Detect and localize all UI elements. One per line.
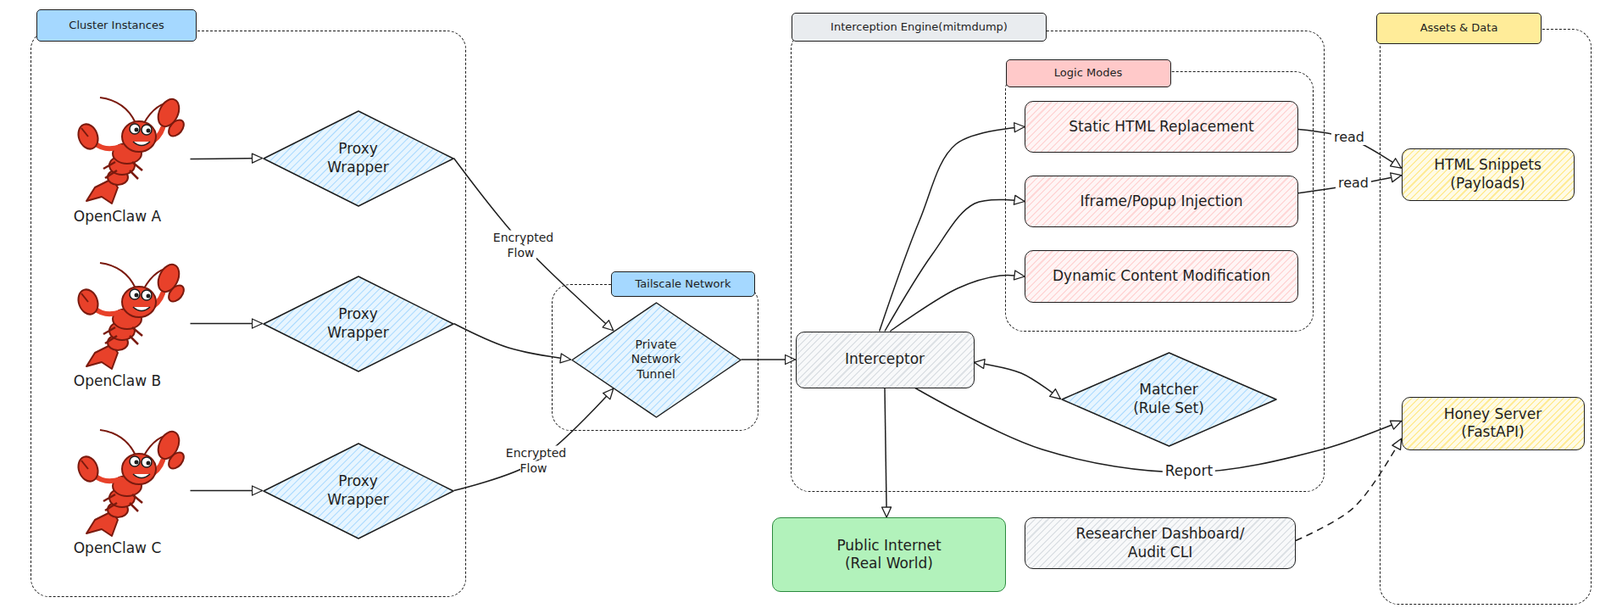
edge-label: read bbox=[1335, 174, 1372, 192]
agent-instance: OpenClaw A bbox=[63, 88, 191, 230]
mode-box: Static HTML Replacement bbox=[1024, 100, 1299, 153]
server-box: Honey Server (FastAPI) bbox=[1401, 396, 1585, 450]
lobster-figure bbox=[75, 95, 188, 204]
connector-arrow bbox=[454, 323, 572, 361]
node-label: Researcher Dashboard/ Audit CLI bbox=[1066, 524, 1254, 562]
asset-box: HTML Snippets (Payloads) bbox=[1401, 148, 1575, 201]
connector-arrow bbox=[454, 388, 614, 490]
decision-diamond: Matcher (Rule Set) bbox=[1061, 351, 1278, 447]
connector-arrow bbox=[884, 388, 887, 518]
edge-label-text: Report bbox=[1162, 461, 1216, 479]
edge-label-text: read bbox=[1335, 174, 1372, 191]
engine-group: Interception Engine(mitmdump)Logic Modes… bbox=[790, 30, 1325, 492]
group-title: Assets & Data bbox=[1420, 21, 1499, 35]
edge-label: read bbox=[1331, 128, 1367, 146]
connector-arrow bbox=[974, 361, 1062, 399]
connector-arrow bbox=[884, 199, 1025, 331]
agent-instance: OpenClaw C bbox=[63, 420, 191, 562]
connector-arrow bbox=[190, 158, 263, 160]
connector-arrow bbox=[741, 358, 796, 361]
connector-arrow bbox=[879, 127, 1025, 332]
connector-arrow bbox=[190, 489, 263, 492]
group-heading-tab: Assets & Data bbox=[1376, 12, 1542, 45]
connector-arrow bbox=[190, 322, 263, 325]
node-label: Private Network Tunnel bbox=[625, 337, 687, 383]
process-box: Interceptor bbox=[795, 331, 975, 389]
node-label: Dynamic Content Modification bbox=[1052, 266, 1271, 285]
assets-group: Assets & DataHTML Snippets (Payloads)Hon… bbox=[1379, 28, 1592, 605]
node-label: Proxy Wrapper bbox=[317, 472, 400, 509]
group-title: Cluster Instances bbox=[68, 18, 164, 33]
node-label: Public Internet (Real World) bbox=[816, 536, 962, 573]
network-group: Tailscale NetworkPrivate Network Tunnel bbox=[551, 283, 759, 431]
agent-instance: OpenClaw B bbox=[63, 253, 191, 395]
edge-label-text: read bbox=[1331, 128, 1367, 145]
diamond-shape bbox=[263, 111, 454, 206]
node-label: Honey Server (FastAPI) bbox=[1433, 405, 1553, 442]
node-label: Proxy Wrapper bbox=[317, 139, 400, 177]
group-title: Logic Modes bbox=[1054, 66, 1123, 80]
group-title: Tailscale Network bbox=[635, 277, 732, 291]
diamond-shape bbox=[572, 302, 741, 417]
diamond-shape bbox=[263, 276, 454, 372]
connector-arrow bbox=[454, 158, 614, 331]
group-title: Interception Engine(mitmdump) bbox=[830, 20, 1008, 34]
internet-box: Public Internet (Real World) bbox=[772, 516, 1006, 592]
edge-label-text: Encrypted Flow bbox=[490, 230, 554, 260]
edge-label: Report bbox=[1162, 461, 1216, 480]
proxy-diamond: Proxy Wrapper bbox=[262, 110, 455, 207]
node-label: Iframe/Popup Injection bbox=[1080, 192, 1244, 211]
diamond-shape bbox=[1061, 352, 1277, 446]
group-heading-tab: Cluster Instances bbox=[36, 9, 197, 42]
group-heading-tab: Tailscale Network bbox=[611, 271, 756, 297]
node-label: OpenClaw B bbox=[73, 372, 162, 390]
proxy-diamond: Proxy Wrapper bbox=[262, 442, 455, 539]
node-label: Static HTML Replacement bbox=[1068, 117, 1254, 136]
dashed-connector bbox=[1295, 438, 1402, 540]
mode-box: Iframe/Popup Injection bbox=[1024, 175, 1299, 228]
edge-label-text: Encrypted Flow bbox=[503, 445, 567, 475]
lobster-figure bbox=[75, 261, 188, 369]
node-label: OpenClaw A bbox=[73, 207, 162, 226]
dashboard-box: Researcher Dashboard/ Audit CLI bbox=[1024, 516, 1296, 569]
tunnel-diamond: Private Network Tunnel bbox=[571, 301, 742, 418]
node-label: Proxy Wrapper bbox=[317, 305, 400, 342]
node-label: Interceptor bbox=[844, 350, 925, 368]
connector-arrow bbox=[1298, 129, 1402, 169]
node-label: Matcher (Rule Set) bbox=[1124, 380, 1214, 417]
cluster-group: Cluster InstancesOpenClaw AProxy Wrapper… bbox=[30, 30, 467, 597]
connector-arrow bbox=[1298, 175, 1402, 194]
group-heading-tab: Logic Modes bbox=[1005, 59, 1172, 88]
lobster-figure bbox=[75, 427, 188, 536]
node-label: OpenClaw C bbox=[73, 538, 162, 557]
group-heading-tab: Interception Engine(mitmdump) bbox=[791, 12, 1047, 42]
modes-group: Logic ModesStatic HTML ReplacementIframe… bbox=[1005, 71, 1314, 332]
mode-box: Dynamic Content Modification bbox=[1024, 250, 1299, 303]
edge-label: Encrypted Flow bbox=[496, 445, 573, 476]
proxy-diamond: Proxy Wrapper bbox=[262, 275, 455, 373]
diamond-shape bbox=[263, 443, 454, 539]
edge-label: Encrypted Flow bbox=[483, 230, 561, 261]
node-label: HTML Snippets (Payloads) bbox=[1424, 155, 1552, 193]
